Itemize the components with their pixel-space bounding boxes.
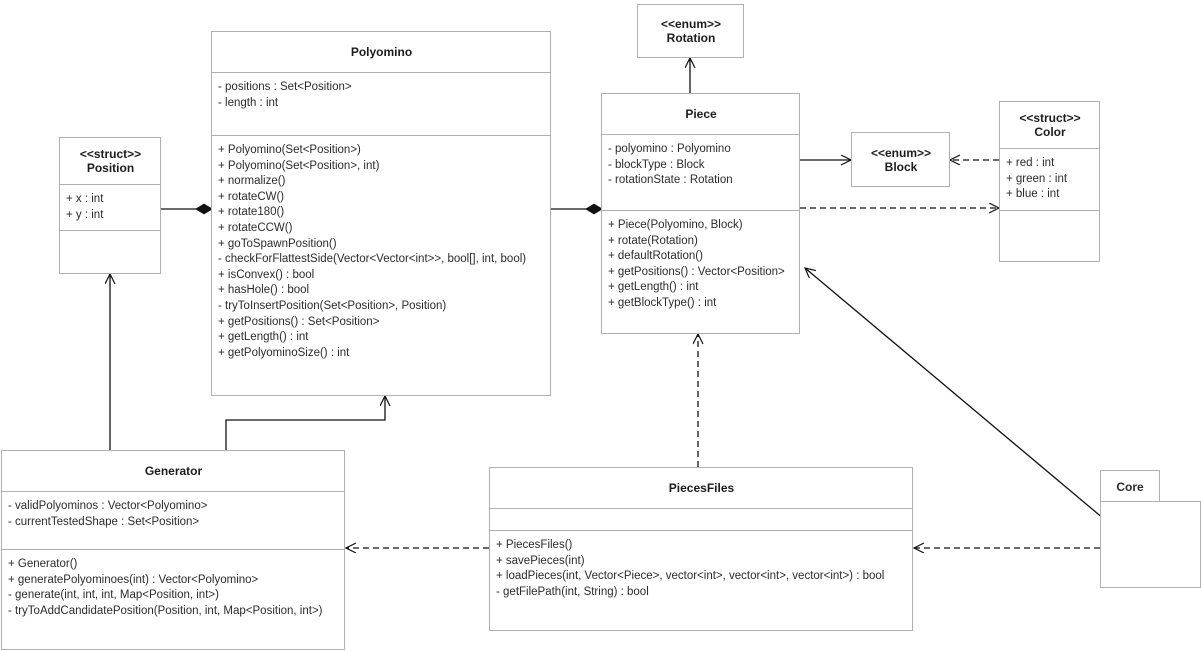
edge-generator-to-polyomino [225,396,385,450]
class-methods-position [60,230,160,273]
package-name-core: Core [1116,480,1144,494]
attribute-row: - length : int [218,96,279,109]
class-methods-generator: + Generator() + generatePolyominoes(int)… [2,549,344,649]
class-name-color: Color [1034,125,1066,139]
method-row: - checkForFlattestSide(Vector<Vector<int… [218,253,527,266]
class-attributes-color: + red : int + green : int + blue : int [1000,148,1099,210]
attribute-row: + y : int [66,208,104,221]
method-row: + getLength() : int [218,331,309,344]
class-box-piecesfiles[interactable]: PiecesFiles + PiecesFiles() + savePieces… [489,467,913,631]
class-stereotype-block: <<enum>> [870,145,932,160]
method-row: + rotateCCW() [218,221,293,234]
class-attributes-piecesfiles [490,508,912,530]
class-methods-piecesfiles: + PiecesFiles() + savePieces(int) + load… [490,530,912,630]
class-box-generator[interactable]: Generator - validPolyominos : Vector<Pol… [1,450,345,650]
class-name-rotation: Rotation [666,31,716,45]
attribute-row: - positions : Set<Position> [218,81,352,93]
method-row: + PiecesFiles() [496,539,573,551]
method-row: + getPositions() : Set<Position> [218,315,380,328]
method-row: + Polyomino(Set<Position>, int) [218,159,380,172]
method-row: + goToSpawnPosition() [218,237,337,250]
class-header-piece: Piece [602,94,799,134]
class-header-position: <<struct>> Position [60,138,160,184]
method-row: + getLength() : int [608,281,699,294]
class-methods-piece: + Piece(Polyomino, Block) + rotate(Rotat… [602,210,799,333]
method-row: + savePieces(int) [496,554,585,567]
method-row: + defaultRotation() [608,250,703,263]
method-row: + getPolyominoSize() : int [218,346,350,359]
attribute-row: - blockType : Block [608,158,705,171]
package-tab-core: Core [1100,470,1160,501]
method-row: + loadPieces(int, Vector<Piece>, vector<… [496,570,885,583]
method-row: + normalize() [218,175,286,188]
class-name-polyomino: Polyomino [350,45,413,59]
method-row: + Generator() [8,558,78,570]
class-attributes-polyomino: - positions : Set<Position> - length : i… [212,72,550,135]
class-name-position: Position [86,161,135,175]
class-attributes-piece: - polyomino : Polyomino - blockType : Bl… [602,134,799,210]
attribute-row: - currentTestedShape : Set<Position> [8,515,200,528]
method-row: - generate(int, int, int, Map<Position, … [8,589,219,602]
package-box-core[interactable]: Core [1100,470,1201,588]
class-box-rotation[interactable]: <<enum>> Rotation [637,4,744,58]
attribute-row: - rotationState : Rotation [608,174,733,187]
class-header-color: <<struct>> Color [1000,102,1099,148]
class-box-position[interactable]: <<struct>> Position + x : int + y : int [59,137,161,274]
class-box-piece[interactable]: Piece - polyomino : Polyomino - blockTyp… [601,93,800,334]
class-methods-polyomino: + Polyomino(Set<Position>) + Polyomino(S… [212,135,550,395]
attribute-row: + green : int [1006,172,1068,185]
class-stereotype-position: <<struct>> [79,147,142,161]
method-row: + hasHole() : bool [218,284,310,297]
class-stereotype-rotation: <<enum>> [660,17,722,31]
package-body-core [1100,501,1201,588]
attribute-row: - validPolyominos : Vector<Polyomino> [8,500,208,512]
class-methods-color [1000,209,1099,261]
method-row: + rotateCW() [218,190,285,203]
class-name-piece: Piece [685,107,717,121]
class-attributes-generator: - validPolyominos : Vector<Polyomino> - … [2,491,344,549]
method-row: - tryToAddCandidatePosition(Position, in… [8,604,323,617]
method-row: + rotate(Rotation) [608,234,698,247]
method-row: + rotate180() [218,206,285,219]
class-header-rotation: <<enum>> Rotation [638,8,743,54]
class-header-block: <<enum>> Block [852,137,949,183]
attribute-row: + x : int [66,193,104,205]
class-stereotype-color: <<struct>> [1019,111,1081,125]
class-name-block: Block [884,159,918,174]
class-box-color[interactable]: <<struct>> Color + red : int + green : i… [999,101,1100,262]
method-row: + getPositions() : Vector<Position> [608,265,785,278]
method-row: - getFilePath(int, String) : bool [496,585,649,598]
class-header-piecesfiles: PiecesFiles [490,468,912,508]
class-name-piecesfiles: PiecesFiles [668,481,735,495]
class-name-generator: Generator [144,464,203,478]
attribute-row: - polyomino : Polyomino [608,143,731,155]
class-box-polyomino[interactable]: Polyomino - positions : Set<Position> - … [211,31,551,396]
class-header-generator: Generator [2,451,344,491]
method-row: + Piece(Polyomino, Block) [608,219,743,231]
method-row: + isConvex() : bool [218,268,315,281]
attribute-row: + blue : int [1006,188,1060,201]
method-row: - tryToInsertPosition(Set<Position>, Pos… [218,299,447,312]
attribute-row: + red : int [1006,157,1055,169]
class-attributes-position: + x : int + y : int [60,184,160,230]
class-box-block[interactable]: <<enum>> Block [851,132,950,187]
method-row: + generatePolyominoes(int) : Vector<Poly… [8,573,259,586]
method-row: + Polyomino(Set<Position>) [218,144,361,156]
class-header-polyomino: Polyomino [212,32,550,72]
method-row: + getBlockType() : int [608,296,717,309]
